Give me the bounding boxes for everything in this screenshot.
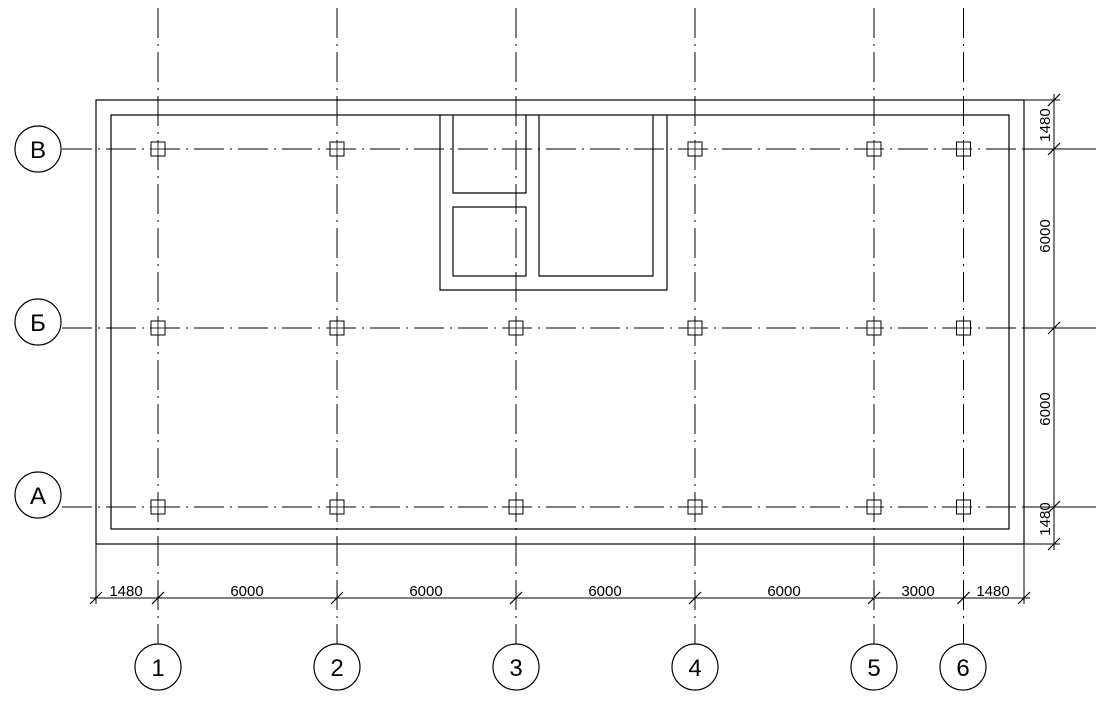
dimension-tick	[1017, 591, 1031, 605]
inner-wall	[110, 114, 1010, 530]
row-marker-circle	[14, 125, 62, 173]
column	[329, 499, 345, 515]
core-inner-outline	[538, 115, 654, 277]
horizontal-dimension-chain: 1480 6000 6000 6000 6000 3000 1480	[90, 544, 1030, 604]
column	[956, 499, 971, 515]
column-marker-label: 5	[867, 655, 880, 682]
column-marker-4: 4	[671, 643, 719, 691]
column	[687, 499, 703, 515]
column	[866, 499, 882, 515]
column	[150, 499, 166, 515]
column-marker-2: 2	[313, 643, 361, 691]
row-marker-label: А	[30, 483, 46, 510]
outer-wall	[95, 99, 1025, 545]
dimension-tick	[957, 591, 970, 605]
column-marker-circle	[671, 643, 719, 691]
column-marker-circle	[134, 643, 182, 691]
column-marker-circle	[313, 643, 361, 691]
column	[508, 499, 524, 515]
column	[150, 141, 166, 157]
dimension-tick	[509, 591, 523, 605]
column-marker-circle	[492, 643, 540, 691]
dimension-label: 6000	[588, 583, 621, 600]
row-marker-label: В	[30, 137, 46, 164]
column	[150, 320, 166, 336]
dimension-tick	[867, 591, 881, 605]
column-marker-label: 6	[956, 655, 969, 682]
vertical-dimension-chain: 1480 6000 6000 1480	[1024, 94, 1060, 550]
column-axis-markers: 1 2 3 4 5 6	[134, 643, 987, 691]
dimension-tick	[688, 591, 702, 605]
stair-elevator-core	[439, 115, 668, 291]
column	[329, 141, 345, 157]
dimension-label: 1480	[109, 583, 142, 600]
row-marker-circle	[14, 298, 62, 346]
row-marker-label: Б	[30, 310, 46, 337]
dimension-label: 1480	[976, 583, 1009, 600]
column-marker-label: 2	[330, 655, 343, 682]
column	[956, 320, 971, 336]
column-marker-1: 1	[134, 643, 182, 691]
structural-columns	[150, 141, 971, 515]
grid-axes	[62, 8, 1096, 644]
building-outline	[95, 99, 1025, 545]
dimension-label: 6000	[1037, 392, 1054, 425]
dimension-label: 6000	[230, 583, 263, 600]
dimension-label: 1480	[1037, 108, 1054, 141]
column-marker-circle	[850, 643, 898, 691]
dimension-tick	[330, 591, 344, 605]
core-room-upper	[452, 115, 527, 194]
row-axis-markers: В Б А	[14, 125, 62, 519]
column	[956, 141, 971, 157]
column	[687, 320, 703, 336]
dimension-label: 6000	[409, 583, 442, 600]
column-marker-6: 6	[939, 643, 987, 691]
column	[866, 320, 882, 336]
column-marker-label: 4	[688, 655, 701, 682]
dimension-tick	[1047, 93, 1061, 107]
column-marker-label: 1	[151, 655, 164, 682]
row-marker-b: Б	[14, 298, 62, 346]
core-room-lower	[452, 206, 527, 277]
column-marker-circle	[939, 643, 987, 691]
column	[508, 320, 524, 336]
dimension-ticks	[89, 93, 1096, 605]
column-marker-label: 3	[509, 655, 522, 682]
row-marker-a: А	[14, 471, 62, 519]
column	[329, 320, 345, 336]
dimension-tick	[151, 591, 165, 605]
dimension-label: 6000	[767, 583, 800, 600]
dimension-tick	[1047, 537, 1061, 551]
row-marker-circle	[14, 471, 62, 519]
dimension-label: 3000	[901, 583, 934, 600]
column-marker-3: 3	[492, 643, 540, 691]
core-outline	[439, 115, 668, 291]
row-marker-v: В	[14, 125, 62, 173]
dimension-label: 6000	[1037, 219, 1054, 252]
column-marker-5: 5	[850, 643, 898, 691]
column	[687, 141, 703, 157]
dimension-tick	[89, 591, 103, 605]
column	[866, 141, 882, 157]
